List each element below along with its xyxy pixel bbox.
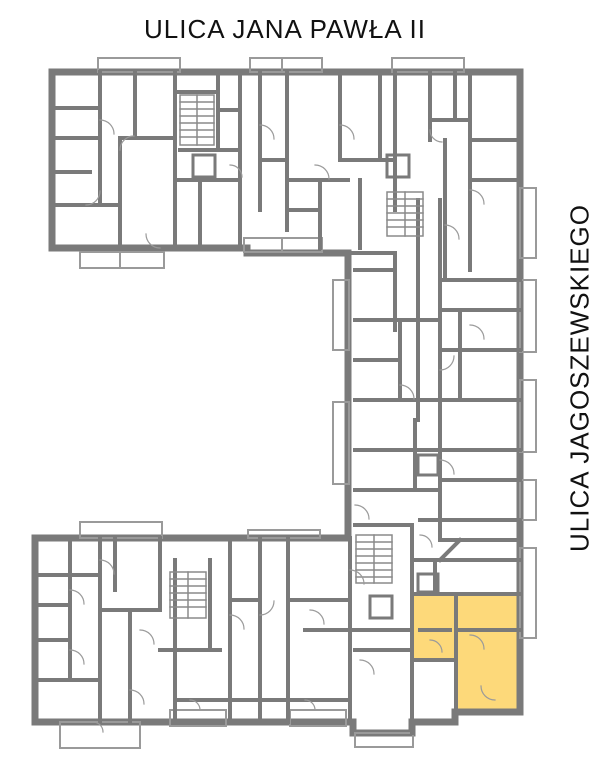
highlighted-apartment[interactable] (412, 594, 517, 709)
staircase-bottom (169, 571, 207, 619)
bottom-wing-walls (33, 536, 414, 724)
elevator-shafts (191, 153, 440, 620)
staircase-right (355, 534, 393, 584)
staircase-middle (386, 191, 424, 237)
right-wing-walls (346, 198, 522, 735)
balconies-top (79, 57, 465, 539)
staircase-top (179, 94, 215, 146)
top-wing-walls (50, 70, 522, 282)
balconies-bottom (59, 709, 414, 749)
street-label-jana-pawla: ULICA JANA PAWŁA II (144, 14, 426, 44)
door-swings (69, 119, 496, 733)
